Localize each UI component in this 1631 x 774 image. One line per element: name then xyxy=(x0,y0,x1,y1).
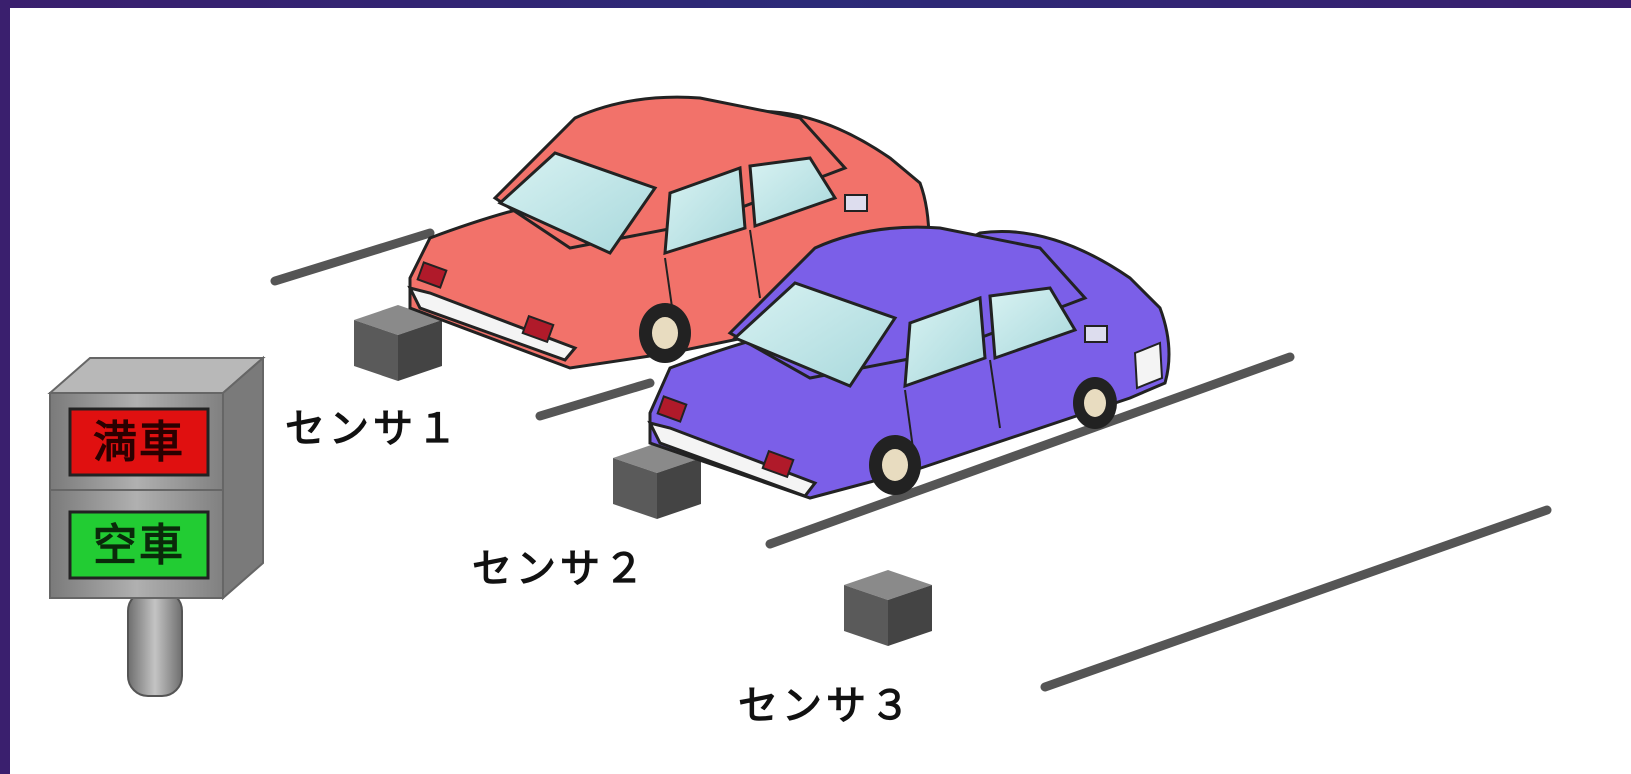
parking-diagram: 満車 空車 xyxy=(47,95,1552,697)
full-indicator-label: 満車 xyxy=(93,417,185,468)
blue-car xyxy=(647,225,1171,500)
diagram-canvas: 満車 空車 センサ１ センサ２ センサ３ xyxy=(10,8,1631,774)
parking-line-1 xyxy=(270,228,435,286)
sensor-label-3: センサ３ xyxy=(738,683,914,729)
sensor-box-1 xyxy=(354,305,442,381)
parking-sign: 満車 空車 xyxy=(47,355,266,697)
vacant-indicator-label: 空車 xyxy=(93,520,185,571)
sign-pole xyxy=(127,590,183,697)
vacant-indicator xyxy=(68,510,210,580)
parking-line-2 xyxy=(535,378,655,421)
sensor-box-3 xyxy=(844,570,932,646)
sensor-label-2: センサ２ xyxy=(472,546,648,592)
parking-line-3 xyxy=(765,352,1295,549)
parking-line-4 xyxy=(1040,505,1552,692)
parking-lines xyxy=(270,228,1552,692)
full-indicator xyxy=(68,407,210,477)
sensor-label-1: センサ１ xyxy=(285,406,461,452)
